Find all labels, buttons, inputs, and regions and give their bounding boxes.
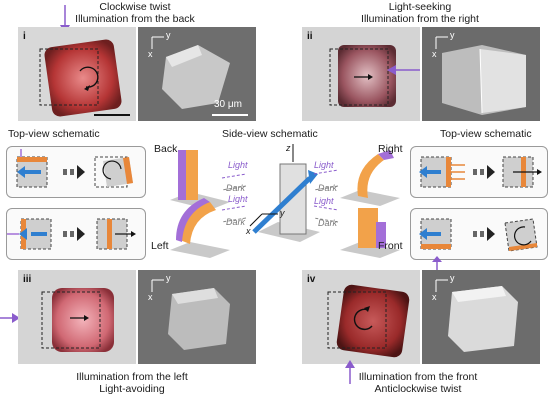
side-label-right: Right: [378, 143, 403, 155]
side-label-left: Left: [151, 240, 169, 252]
panel-iv-numeral: iv: [307, 274, 316, 285]
panel-iv-sem-image: y x: [422, 270, 540, 364]
panel-i-caption: Clockwise twist Illumination from the ba…: [70, 1, 200, 25]
dark-label-back: Dark: [226, 183, 246, 193]
panel-iv-light-arrow: [345, 360, 355, 384]
panel-ii-sem-image: y x: [422, 27, 540, 121]
panel-ii-caption: Light-seeking Illumination from the righ…: [355, 1, 485, 25]
top-view-title-left: Top-view schematic: [8, 128, 100, 140]
panel-iv-subtitle: Anticlockwise twist: [374, 383, 462, 395]
top-view-schematic-left: [6, 208, 146, 260]
panel-iii-sem-image: y x: [138, 270, 256, 364]
side-axis-y: y: [280, 208, 285, 218]
panel-i-optical-image: i: [18, 27, 136, 121]
panel-iii-title: Illumination from the left: [76, 371, 188, 383]
panel-ii-axis-y: y: [450, 30, 455, 40]
light-label-back: Light: [228, 160, 248, 170]
panel-iii-light-arrow: [0, 313, 20, 323]
panel-i-title: Clockwise twist: [99, 1, 171, 13]
panel-iii-optical-image: iii: [18, 270, 136, 364]
panel-iv-caption: Illumination from the front Anticlockwis…: [348, 371, 488, 395]
panel-ii-title: Light-seeking: [388, 1, 452, 13]
panel-i-numeral: i: [23, 31, 26, 42]
side-view-title: Side-view schematic: [222, 128, 318, 140]
side-label-front: Front: [378, 240, 403, 252]
light-label-front: Light: [314, 196, 334, 206]
side-axis-x: x: [246, 226, 251, 236]
panel-i-axis-y: y: [166, 30, 171, 40]
side-view-schematic: [150, 140, 410, 260]
panel-iv-axis-x: x: [432, 292, 437, 302]
top-view-schematic-front: [410, 208, 548, 260]
panel-i-axis-x: x: [148, 49, 153, 59]
panel-iv-optical-image: iv: [302, 270, 420, 364]
light-label-right: Light: [314, 160, 334, 170]
dark-label-left: Dark: [226, 217, 246, 227]
top-view-title-right: Top-view schematic: [440, 128, 532, 140]
panel-iii-subtitle: Light-avoiding: [99, 383, 165, 395]
panel-ii-optical-image: ii: [302, 27, 420, 121]
light-label-left: Light: [228, 194, 248, 204]
panel-iv-axis-y: y: [450, 273, 455, 283]
top-view-schematic-back: [6, 146, 146, 198]
side-label-back: Back: [154, 143, 178, 155]
side-axis-z: z: [286, 143, 291, 153]
dark-label-right: Dark: [318, 183, 338, 193]
panel-iii-axis-y: y: [166, 273, 171, 283]
panel-iv-title: Illumination from the front: [358, 371, 478, 383]
panel-iii-axis-x: x: [148, 292, 153, 302]
top-view-schematic-right: [410, 146, 548, 198]
panel-i-subtitle: Illumination from the back: [75, 13, 195, 25]
front-light-arrow-small: [432, 256, 442, 270]
panel-ii-subtitle: Illumination from the right: [361, 13, 479, 25]
panel-i-sem-image: y x 30 μm: [138, 27, 256, 121]
scale-bar-label: 30 μm: [214, 99, 242, 110]
dark-label-front: Dark: [318, 218, 338, 228]
panel-iii-numeral: iii: [23, 274, 32, 285]
panel-ii-numeral: ii: [307, 31, 313, 42]
panel-ii-light-arrow: [387, 65, 420, 75]
panel-iii-caption: Illumination from the left Light-avoidin…: [62, 371, 202, 395]
panel-ii-axis-x: x: [432, 49, 437, 59]
